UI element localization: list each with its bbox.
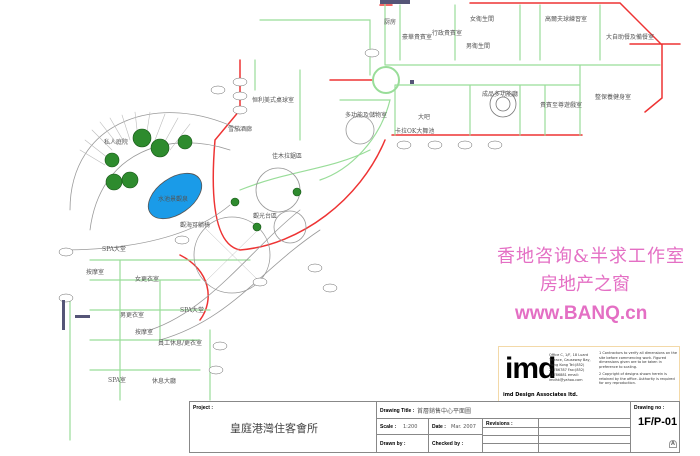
note-1: 1 Contractors to verify all dimensions o… bbox=[599, 351, 678, 369]
interior-wall bbox=[384, 0, 661, 136]
exterior-arc-wall bbox=[212, 79, 386, 251]
room-label: 男更衣室 bbox=[120, 312, 145, 319]
drawing-title-label: Drawing Title : bbox=[380, 408, 415, 414]
date-value: Mar. 2007 bbox=[451, 424, 476, 430]
structural-columns bbox=[62, 0, 414, 330]
room-label: 多功能及儲物室 bbox=[345, 112, 388, 119]
date-label: Date : bbox=[432, 424, 446, 430]
drawing-no-label: Drawing no : bbox=[634, 405, 665, 411]
room-label: 員工休息/更衣室 bbox=[158, 340, 203, 347]
revisions-cell: Revisions : bbox=[483, 419, 630, 452]
drawing-title-cell: Drawing Title : 首層銷售中心平面圖 bbox=[377, 402, 630, 419]
firm-address: Office C, 1/F, 18 Luard Terrace, Causewa… bbox=[549, 353, 591, 382]
firm-notes: 1 Contractors to verify all dimensions o… bbox=[599, 351, 677, 386]
room-label: 觀光台區 bbox=[253, 213, 278, 220]
room-label: 高爾夫球練習室 bbox=[545, 16, 588, 23]
room-label: 雪茄酒廊 bbox=[228, 126, 253, 133]
corridor bbox=[239, 149, 371, 191]
pool bbox=[147, 172, 203, 220]
firm-logo-block: imd Office C, 1/F, 18 Luard Terrace, Cau… bbox=[498, 346, 680, 402]
room-label: SPA室 bbox=[108, 377, 126, 384]
room-label: 厨房 bbox=[384, 19, 397, 26]
room-label: SPA大堂 bbox=[102, 246, 126, 253]
scale-cell: Scale : 1:200 bbox=[377, 419, 429, 435]
checked-by-cell: Checked by : bbox=[429, 435, 483, 452]
date-cell: Date : Mar. 2007 bbox=[429, 419, 483, 435]
round-table bbox=[489, 90, 517, 118]
note-2: 2 Copyright of designs shown herein is r… bbox=[599, 372, 675, 385]
title-block: Project : 皇庭港灣住客會所 Drawing Title : 首層銷售中… bbox=[189, 401, 680, 453]
room-label: 男衛生間 bbox=[466, 43, 491, 50]
interior-wall bbox=[69, 259, 251, 441]
terrace-curve bbox=[59, 112, 241, 251]
room-label: 佳木拉鋸區 bbox=[272, 153, 303, 160]
room-label: 水池景觀泉 bbox=[158, 196, 189, 203]
room-label: 整保養健身室 bbox=[595, 94, 632, 101]
drawn-by-label: Drawn by : bbox=[380, 441, 406, 447]
room-label: 按摩室 bbox=[86, 269, 105, 276]
drawing-no-cell: Drawing no : 1F/P-01 A bbox=[630, 402, 679, 452]
room-label: 私人庭院 bbox=[104, 139, 129, 146]
room-label: 女更衣室 bbox=[135, 276, 160, 283]
room-label: 成品多功能廳 bbox=[482, 91, 519, 98]
terrace-curve bbox=[149, 209, 321, 341]
rotunda bbox=[193, 216, 271, 294]
exterior-wall bbox=[239, 4, 583, 136]
room-label: 大吧 bbox=[418, 114, 431, 121]
stair-hatch bbox=[79, 111, 191, 166]
room-label: 恒利美式桌球室 bbox=[252, 97, 295, 104]
round-table-inner bbox=[495, 96, 511, 112]
room-label: 貴賓至尊遊戲室 bbox=[540, 102, 583, 109]
watermark-line2: 房地产之窗 bbox=[540, 274, 630, 295]
project-cell: Project : 皇庭港灣住客會所 bbox=[190, 402, 377, 452]
room-label: 觀海可躺椅 bbox=[180, 222, 211, 229]
interior-wall bbox=[254, 19, 391, 181]
firm-name: imd Design Associates ltd. bbox=[503, 392, 578, 398]
drawn-by-cell: Drawn by : bbox=[377, 435, 429, 452]
trees bbox=[104, 128, 302, 232]
room-label: 休息大廳 bbox=[152, 378, 177, 385]
scale-value: 1:200 bbox=[403, 424, 418, 430]
exterior-wall bbox=[469, 2, 681, 113]
room-label: 豪華貴賓室 bbox=[402, 34, 433, 41]
room-label: 按摩室 bbox=[135, 329, 154, 336]
room-label: SPA大堂 bbox=[180, 307, 204, 314]
revision-triangle-icon: A bbox=[669, 440, 677, 448]
callout-tags bbox=[58, 48, 503, 375]
checked-by-label: Checked by : bbox=[432, 441, 464, 447]
project-label: Project : bbox=[193, 405, 214, 411]
room-label: 卡拉OK大舞池 bbox=[395, 128, 435, 135]
revisions-label: Revisions : bbox=[486, 421, 513, 427]
firm-logo: imd bbox=[505, 352, 556, 385]
project-name: 皇庭港灣住客會所 bbox=[230, 422, 318, 435]
drawing-title: 首層銷售中心平面圖 bbox=[417, 408, 472, 415]
watermark-url: www.BANQ.cn bbox=[515, 303, 648, 324]
watermark-line1: 香地咨询&半求工作室 bbox=[497, 246, 686, 267]
room-label: 女衛生間 bbox=[470, 16, 495, 23]
scale-label: Scale : bbox=[380, 424, 397, 430]
drawing-number: 1F/P-01 bbox=[638, 416, 678, 428]
room-label: 大自助餐及備餐室 bbox=[606, 34, 655, 41]
room-label: 行政貴賓室 bbox=[432, 30, 463, 37]
lift-lobby bbox=[372, 66, 400, 94]
